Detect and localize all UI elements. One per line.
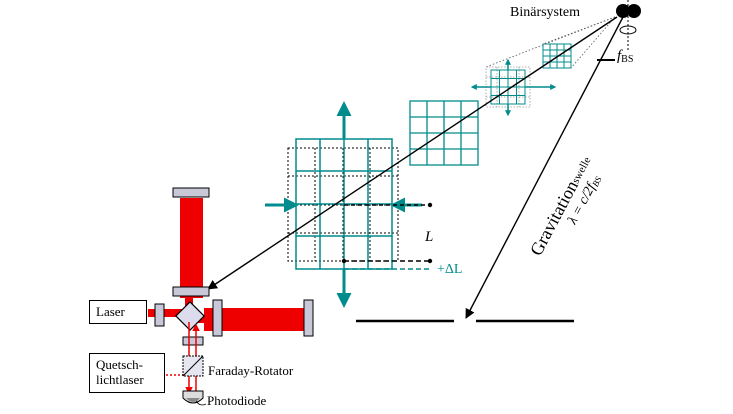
faraday-rotator-label: Faraday-Rotator [208, 363, 294, 378]
length-indicators [341, 202, 433, 270]
wave-grid-far [542, 43, 572, 69]
binary-system [597, 0, 641, 61]
squeezed-laser-line2: lichtlaser [96, 372, 144, 387]
wave-cone-lines [485, 16, 616, 69]
photodiode-icon [182, 390, 204, 404]
delta-length-label: +ΔL [437, 262, 462, 277]
wave-grid-mid [409, 100, 479, 166]
recycling-mirror [154, 303, 165, 327]
wavelength-arrow [465, 16, 624, 319]
f-bs-label: fBS [617, 48, 633, 65]
photodiode-label: Photodiode [207, 393, 266, 408]
star-right [627, 4, 641, 18]
end-mirror-right [303, 299, 314, 337]
wave-grid-medium [470, 58, 557, 117]
propagation-arrow-to-detector [207, 16, 618, 290]
squeezed-light-laser-box: Quetsch- lichtlaser [89, 353, 165, 393]
interferometer [148, 187, 314, 406]
laser-input-beam [148, 309, 190, 317]
arm-beam-horizontal [204, 308, 304, 331]
beam-splitter [175, 301, 205, 331]
input-mirror-vertical [172, 286, 210, 297]
rotation-arrow-icon [619, 25, 637, 35]
wave-grid-large [265, 101, 422, 308]
squeezed-laser-line1: Quetsch- [96, 357, 143, 372]
arm-beam-vertical [180, 198, 203, 298]
input-mirror-horizontal [212, 299, 223, 337]
star-left [616, 4, 630, 18]
output-mirror [182, 336, 204, 346]
binary-system-label: Binärsystem [510, 5, 580, 20]
length-label: L [424, 229, 433, 245]
laser-box: Laser [89, 300, 147, 324]
end-mirror-top [172, 187, 210, 198]
